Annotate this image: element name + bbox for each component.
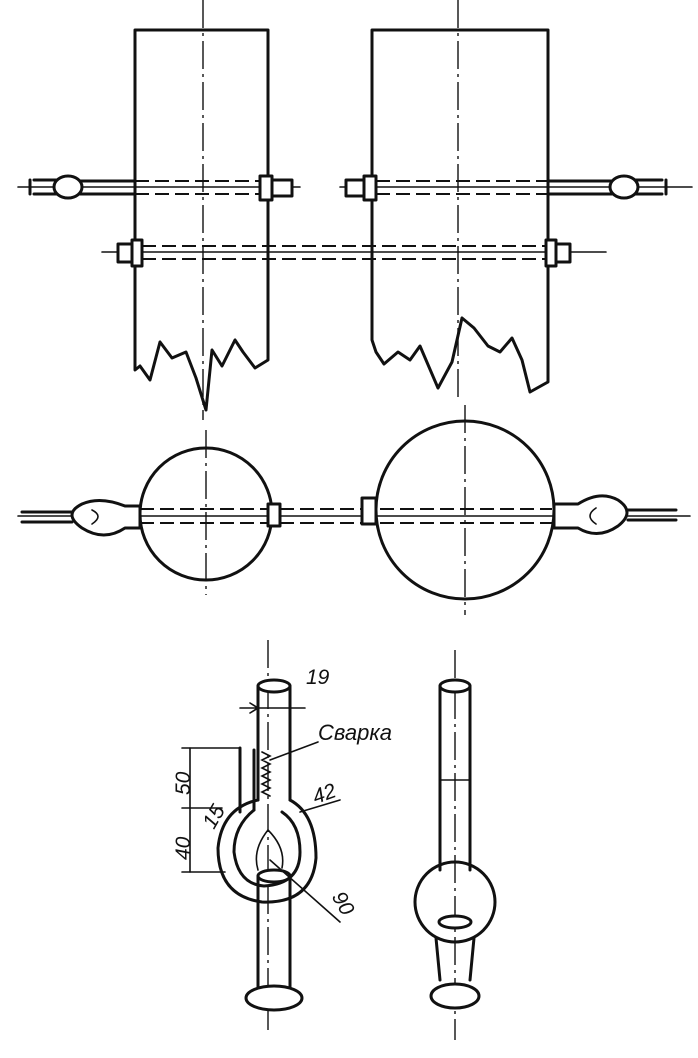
- plan-view: [17, 405, 691, 615]
- left-loop-end: [20, 499, 142, 537]
- left-post: [133, 28, 270, 412]
- nut: [554, 242, 572, 264]
- weld-label: Сварка: [318, 720, 392, 745]
- upper-left-rod: [17, 174, 301, 202]
- nut: [130, 238, 144, 268]
- nut: [270, 178, 294, 198]
- elevation-view: [17, 0, 693, 420]
- dim-50: 50: [172, 771, 195, 795]
- nut: [344, 178, 366, 198]
- nut: [116, 242, 134, 264]
- nut: [266, 502, 282, 528]
- nut: [360, 496, 378, 526]
- dim-42: 42: [309, 779, 339, 809]
- dim-40: 40: [172, 836, 195, 860]
- dim-rod-diameter: 19: [306, 666, 330, 689]
- upper-right-rod: [339, 174, 693, 202]
- right-loop-end: [552, 494, 678, 535]
- eye-bolt-side-view: [413, 650, 497, 1040]
- lower-connecting-rod: [101, 238, 607, 268]
- nut: [362, 174, 378, 202]
- nut: [258, 174, 274, 202]
- dim-15: 15: [198, 801, 230, 833]
- eye-bolt-detail: [181, 640, 341, 1030]
- right-post: [370, 28, 550, 394]
- weld-seam: [260, 751, 272, 797]
